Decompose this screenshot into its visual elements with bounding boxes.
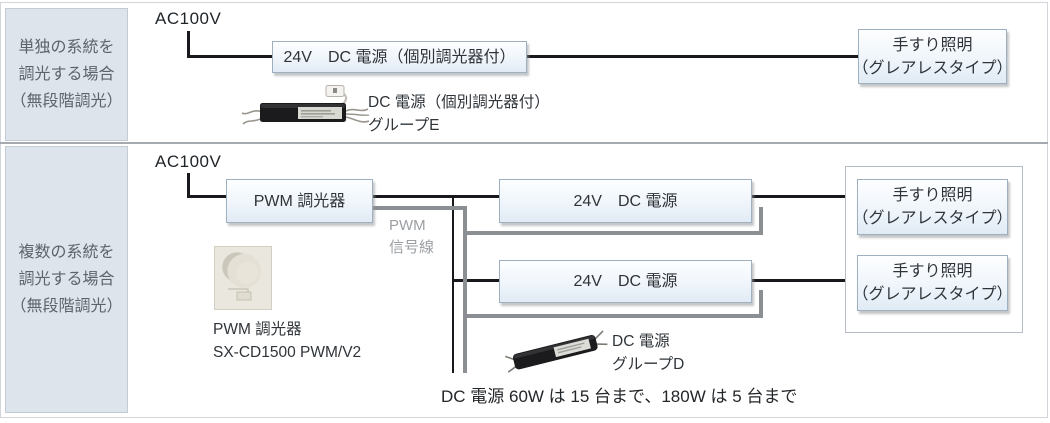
row-divider	[0, 142, 1048, 144]
handrail-light-box-1: 手すり照明 （グレアレスタイプ）	[853, 179, 1013, 235]
signal-label-line: PWM	[389, 217, 426, 234]
handrail-light-box-2: 手すり照明 （グレアレスタイプ）	[853, 255, 1013, 311]
handrail-light-label-line: （グレアレスタイプ）	[852, 210, 1013, 227]
pwm-dimmer-box-label: PWM 調光器	[253, 192, 346, 210]
signal-label-line: 信号線	[389, 239, 435, 256]
row-label-line: （無段階調光）	[10, 93, 123, 110]
dc-power-supply-caption: DC 電源（個別調光器付） グループE	[368, 91, 550, 137]
psu1-to-light1-wire	[752, 195, 858, 198]
pwm-signal-wire-exit	[373, 206, 467, 210]
caption-line: PWM 調光器	[213, 321, 302, 338]
dc-power-supply-box-label: 24V DC 電源	[573, 192, 678, 210]
handrail-light-label-line: （グレアレスタイプ）	[852, 59, 1013, 77]
pwm-signal-branch1-horizontal	[463, 231, 763, 235]
row-label-line: 単独の系統を	[18, 39, 115, 56]
pwm-signal-branch1-vertical	[759, 207, 763, 235]
row-label-single-system: 単独の系統を 調光する場合 （無段階調光）	[5, 8, 128, 141]
row-label-line: 調光する場合	[18, 66, 115, 83]
dc-power-supply-group-d-caption: DC 電源 グループD	[612, 330, 684, 376]
pwm-signal-line-label: PWM 信号線	[389, 215, 434, 259]
handrail-light-label-line: 手すり照明	[892, 263, 973, 280]
pwm-signal-branch2-vertical	[759, 290, 763, 318]
ac-voltage-label-top: AC100V	[155, 9, 222, 28]
row-label-multiple-systems: 複数の系統を 調光する場合 （無段階調光）	[5, 146, 128, 413]
dc-power-supply-box-1: 24V DC 電源	[499, 179, 752, 223]
dc-power-supply-box-label: 24V DC 電源	[573, 273, 678, 290]
caption-line: DC 電源	[612, 333, 670, 350]
ac-voltage-label-bottom: AC100V	[155, 152, 222, 171]
row-label-line: 複数の系統を	[18, 244, 115, 261]
ac-wire-horizontal-bottom	[187, 195, 227, 198]
dc-power-supply-box-top: 24V DC 電源（個別調光器付）	[272, 41, 527, 73]
handrail-light-label-line: （グレアレスタイプ）	[852, 286, 1013, 303]
dc-power-supply-box-label: 24V DC 電源（個別調光器付）	[283, 48, 516, 66]
row-label-line: 調光する場合	[18, 271, 115, 288]
power-trunk-wire	[452, 196, 454, 373]
caption-line: DC 電源（個別調光器付）	[368, 94, 550, 111]
dc-power-supply-box-2: 24V DC 電源	[499, 260, 752, 303]
caption-line: SX-CD1500 PWM/V2	[213, 344, 362, 361]
psu2-to-light2-wire	[752, 279, 858, 282]
handrail-light-box-top: 手すり照明 （グレアレスタイプ）	[853, 29, 1013, 84]
trunk-to-psu2-wire	[452, 279, 500, 282]
row-label-line: （無段階調光）	[10, 298, 123, 315]
ac-wire-vertical-top	[187, 31, 190, 57]
pwm-dimmer-photo	[214, 246, 272, 310]
dc-power-supply-photo-group-d	[505, 330, 608, 373]
psu-to-light-wire-top	[527, 55, 858, 58]
handrail-light-label-line: 手すり照明	[892, 187, 973, 204]
caption-line: グループE	[368, 117, 440, 134]
dimmer-to-psu1-wire	[373, 195, 500, 198]
dc-power-supply-limit-note: DC 電源 60W は 15 台まで、180W は 5 台まで	[441, 387, 798, 406]
pwm-dimmer-caption: PWM 調光器 SX-CD1500 PWM/V2	[213, 318, 361, 364]
pwm-dimmer-box: PWM 調光器	[226, 179, 373, 223]
ac-wire-vertical-bottom	[187, 173, 190, 198]
handrail-light-label-line: 手すり照明	[892, 36, 973, 54]
caption-line: グループD	[612, 356, 685, 373]
dc-power-supply-photo	[241, 85, 370, 125]
pwm-signal-branch2-horizontal	[463, 314, 763, 318]
pwm-signal-trunk-wire	[463, 206, 467, 373]
ac-wire-horizontal-top	[187, 55, 273, 58]
